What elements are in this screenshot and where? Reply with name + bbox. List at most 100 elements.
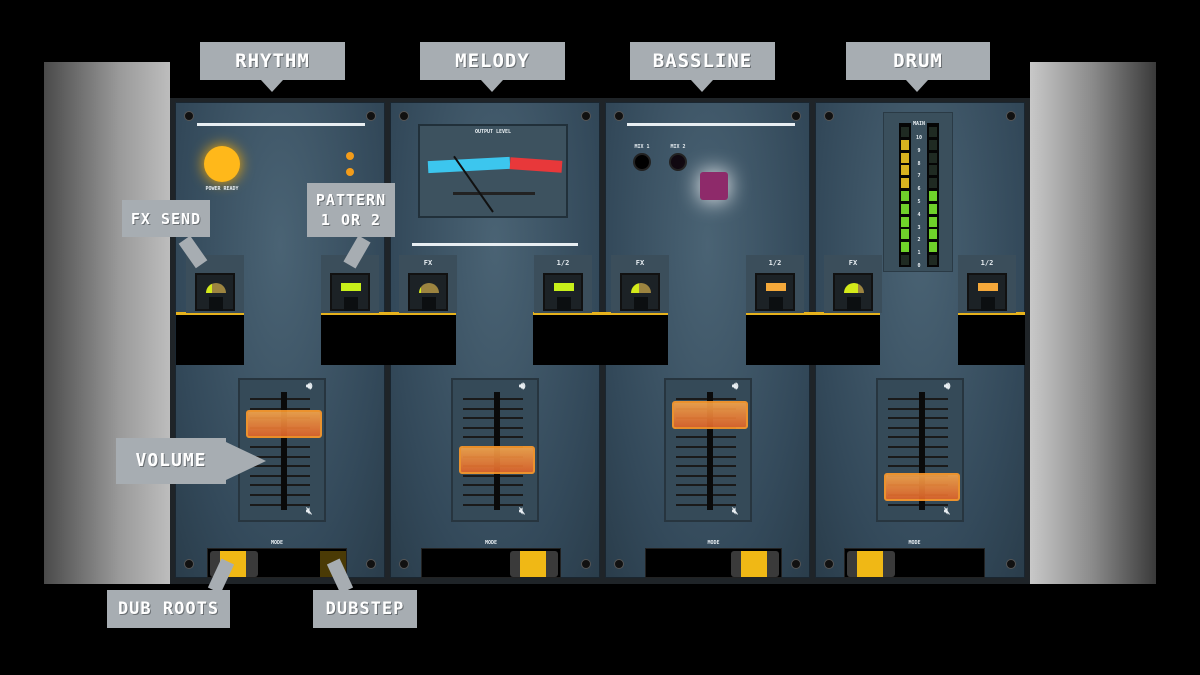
arrow-down-icon: [261, 80, 283, 92]
character-avatar[interactable]: [700, 172, 728, 200]
fx-level-indicator: [844, 283, 864, 293]
screw-icon: [824, 559, 834, 569]
pattern-toggle[interactable]: [543, 273, 583, 311]
fader-tick: [463, 494, 523, 496]
fader-tick: [676, 465, 736, 468]
mode-label: MODE: [707, 540, 720, 546]
callout-pattern: PATTERN 1 OR 2: [307, 183, 395, 237]
meter-segment: [929, 139, 937, 150]
fader-tick: [888, 398, 948, 400]
fader-tick: [250, 494, 310, 496]
meter-segment: [901, 127, 909, 137]
fader-tick: [676, 474, 736, 477]
fader-tick: [463, 417, 523, 420]
arrow-down-icon: [481, 80, 503, 92]
fx-label: FX: [635, 259, 645, 267]
speaker-icon: 🔊︎: [306, 381, 313, 392]
meter-segment: [901, 152, 909, 163]
mode-switch-knob[interactable]: [847, 551, 895, 577]
background-scene-right: [1030, 62, 1156, 584]
toggle-stem: [769, 297, 783, 311]
switch-base: [176, 312, 244, 365]
speaker-icon: 🔊︎: [519, 381, 526, 392]
channel-label-bassline: BASSLINE: [630, 42, 775, 80]
fader-rail: [281, 392, 287, 510]
meter-scale-label: 9: [917, 147, 921, 154]
fx-send-control[interactable]: FX: [611, 255, 669, 313]
pattern-toggle[interactable]: [967, 273, 1007, 311]
callout-dub-roots: DUB ROOTS: [107, 590, 230, 628]
meter-scale-label: 7: [917, 173, 921, 180]
meter-segment: [929, 242, 937, 253]
fx-send-control[interactable]: FX: [824, 255, 882, 313]
switch-base: [746, 312, 880, 365]
fader-tick: [676, 446, 736, 448]
arrow-down-icon: [691, 80, 713, 92]
switch-base: [958, 312, 1025, 365]
callout-volume: VOLUME: [116, 438, 226, 484]
fx-knob[interactable]: [833, 273, 873, 311]
vu-scale-red: [509, 157, 563, 173]
mix1-jack[interactable]: [633, 153, 651, 171]
mode-label: MODE: [484, 540, 498, 546]
callout-fx-send: FX SEND: [122, 200, 210, 237]
panel-divider: [627, 123, 795, 126]
fader-knob[interactable]: [672, 401, 748, 429]
pattern-led: [346, 168, 354, 176]
mix2-jack[interactable]: [669, 153, 687, 171]
fader-knob[interactable]: [459, 446, 535, 474]
pattern-switch[interactable]: 1/2: [958, 255, 1016, 313]
callout-dubstep: DUBSTEP: [313, 590, 417, 628]
pattern-indicator: [554, 283, 574, 291]
meter-segment: [929, 255, 937, 265]
pattern-switch[interactable]: 1/2: [534, 255, 592, 313]
mode-switch-knob[interactable]: [731, 551, 779, 577]
pattern-indicator: [978, 283, 998, 291]
meter-segment: [929, 191, 937, 201]
fx-knob[interactable]: [408, 273, 448, 311]
fader-tick: [463, 474, 523, 477]
fader-knob[interactable]: [246, 410, 322, 438]
fx-knob[interactable]: [195, 273, 235, 311]
meter-segment: [929, 127, 937, 137]
fader-knob[interactable]: [884, 473, 960, 501]
fader-tick: [463, 426, 523, 429]
fx-send-control[interactable]: FX: [399, 255, 457, 313]
screw-icon: [581, 111, 591, 121]
pattern-switch[interactable]: 1/2: [746, 255, 804, 313]
mode-label: MODE: [270, 540, 284, 546]
mode-switch[interactable]: [645, 548, 782, 578]
volume-fader[interactable]: 🔊︎🔇︎: [451, 378, 539, 522]
switch-base: [321, 312, 456, 365]
vu-baseline: [453, 192, 535, 195]
panel-divider: [197, 123, 365, 126]
meter-scale-label: 2: [917, 237, 921, 244]
screw-icon: [184, 111, 194, 121]
meter-segment: [901, 165, 909, 176]
fader-tick: [888, 446, 948, 448]
pattern-toggle[interactable]: [330, 273, 370, 311]
volume-fader[interactable]: 🔊︎🔇︎: [664, 378, 752, 522]
pattern-label: 1/2: [556, 259, 570, 267]
fader-tick: [676, 398, 736, 400]
mode-switch[interactable]: [421, 548, 561, 578]
vu-scale-blue: [427, 156, 511, 174]
fader-tick: [463, 398, 523, 400]
meter-segment: [901, 242, 909, 253]
fader-tick: [888, 436, 948, 439]
fader-tick: [676, 455, 736, 458]
screw-icon: [366, 111, 376, 121]
volume-fader[interactable]: 🔊︎🔇︎: [876, 378, 964, 522]
fx-level-indicator: [206, 283, 226, 293]
pattern-toggle[interactable]: [755, 273, 795, 311]
meter-scale-label: 3: [917, 224, 921, 231]
background-scene-left: [44, 62, 170, 584]
meter-segment: [929, 203, 937, 214]
meter-segment: [901, 216, 909, 227]
fx-knob[interactable]: [620, 273, 660, 311]
mode-switch[interactable]: [844, 548, 985, 578]
mode-switch-knob[interactable]: [510, 551, 558, 577]
channel-label-melody: MELODY: [420, 42, 565, 80]
pattern-label: 1/2: [980, 259, 994, 267]
